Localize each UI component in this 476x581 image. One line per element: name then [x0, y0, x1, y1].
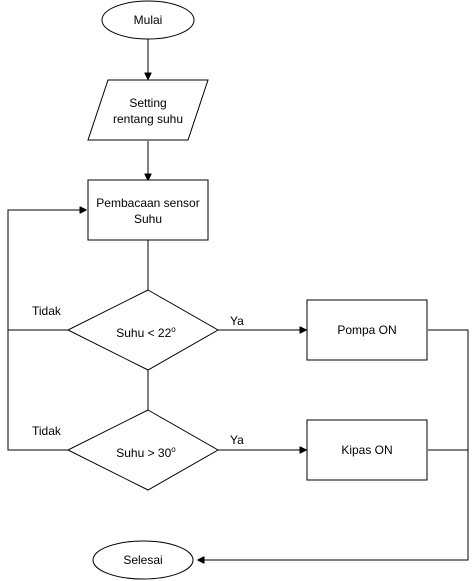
start-ellipse — [101, 0, 195, 40]
read-sensor-rect — [87, 179, 209, 241]
start-node[interactable]: Mulai — [101, 0, 195, 40]
decision-high-text: Suhu > 30 — [116, 446, 171, 460]
fan-node[interactable]: Kipas ON — [306, 419, 428, 481]
edge-fan-to-end — [198, 449, 469, 560]
read-sensor-label-line1: Pembacaan sensor — [96, 196, 199, 210]
edge-pump-to-merge — [428, 329, 469, 450]
fan-rect — [306, 419, 428, 481]
setting-node[interactable]: Setting rentang suhu — [87, 79, 209, 141]
read-sensor-node[interactable]: Pembacaan sensor Suhu — [87, 179, 209, 241]
edge-label-low-yes: Ya — [230, 314, 244, 328]
edge-label-high-no: Tidak — [32, 424, 62, 438]
decision-low-node[interactable]: Suhu < 22o — [66, 289, 220, 371]
end-node[interactable]: Selesai — [92, 540, 194, 580]
pump-rect — [306, 299, 428, 361]
edge-decision-low-no — [7, 210, 86, 331]
pump-label: Pompa ON — [337, 323, 396, 337]
pump-node[interactable]: Pompa ON — [306, 299, 428, 361]
fan-label: Kipas ON — [341, 443, 392, 457]
decision-low-diamond — [66, 289, 220, 371]
setting-label-line1: Setting — [129, 96, 166, 110]
setting-parallelogram — [87, 79, 209, 141]
edge-label-low-no: Tidak — [32, 304, 62, 318]
decision-low-degree: o — [171, 325, 176, 334]
setting-label-line2: rentang suhu — [113, 112, 183, 126]
start-label: Mulai — [134, 13, 163, 27]
decision-high-diamond — [66, 409, 220, 491]
end-label: Selesai — [123, 553, 162, 567]
decision-high-node[interactable]: Suhu > 30o — [66, 409, 220, 491]
edge-decision-high-no — [7, 330, 68, 451]
decision-low-text: Suhu < 22 — [116, 326, 171, 340]
read-sensor-label-line2: Suhu — [134, 212, 162, 226]
end-ellipse — [92, 540, 194, 580]
decision-high-label: Suhu > 30o — [116, 445, 176, 460]
edge-label-high-yes: Ya — [230, 433, 244, 447]
decision-low-label: Suhu < 22o — [116, 325, 176, 340]
decision-high-degree: o — [171, 445, 176, 454]
